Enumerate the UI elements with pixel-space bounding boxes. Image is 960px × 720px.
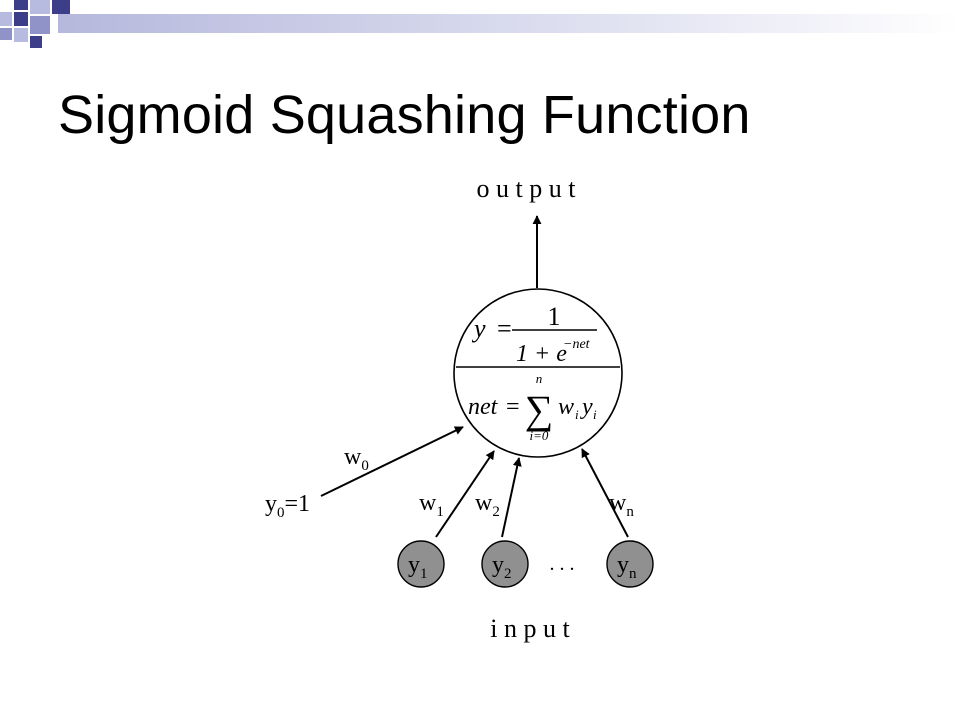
- input-node-label-n: yn: [617, 552, 637, 582]
- formula-y-exponent: −net: [563, 337, 591, 352]
- ellipsis: . . .: [550, 553, 575, 575]
- formula-net-y: y: [580, 394, 593, 420]
- sum-lower-limit: i=0: [530, 428, 549, 443]
- bias-weight-label: w0: [344, 444, 369, 474]
- input-node-n: [606, 540, 654, 588]
- formula-y-lhs: y: [471, 314, 486, 343]
- sum-symbol: ∑: [525, 387, 554, 432]
- sum-upper-limit: n: [536, 371, 543, 386]
- input-arrow-n: [581, 448, 629, 538]
- formula-net-w-sub: i: [575, 407, 579, 422]
- slide-title: Sigmoid Squashing Function: [58, 85, 751, 145]
- formula-y-eq: =: [497, 314, 512, 343]
- weight-label-2: w2: [475, 490, 500, 520]
- output-label: o u t p u t: [477, 174, 577, 203]
- input-node-2: [481, 540, 529, 588]
- input-arrow-2: [501, 457, 522, 538]
- net-formula: net = n ∑ i=0 w i y i: [468, 371, 597, 443]
- input-node-1: [397, 540, 445, 588]
- input-arrow-1: [435, 450, 495, 538]
- formula-net-lhs: net: [468, 394, 499, 420]
- neuron-node: [453, 288, 623, 458]
- bias-arrow: [320, 426, 464, 497]
- formula-net-eq: =: [506, 394, 520, 420]
- sigmoid-formula: y = 1 1 + e −net: [471, 302, 597, 367]
- weight-label-n: wn: [609, 490, 634, 520]
- formula-y-denominator: 1 + e: [516, 341, 567, 367]
- bias-input-label: y0=1: [265, 491, 310, 521]
- input-label: i n p u t: [490, 614, 570, 643]
- title-decoration: [0, 0, 960, 48]
- formula-net-y-sub: i: [593, 407, 597, 422]
- input-node-label-2: y2: [492, 552, 512, 582]
- weight-label-1: w1: [419, 490, 444, 520]
- formula-y-numerator: 1: [548, 302, 561, 331]
- input-node-label-1: y1: [408, 552, 428, 582]
- formula-net-w: w: [558, 394, 574, 420]
